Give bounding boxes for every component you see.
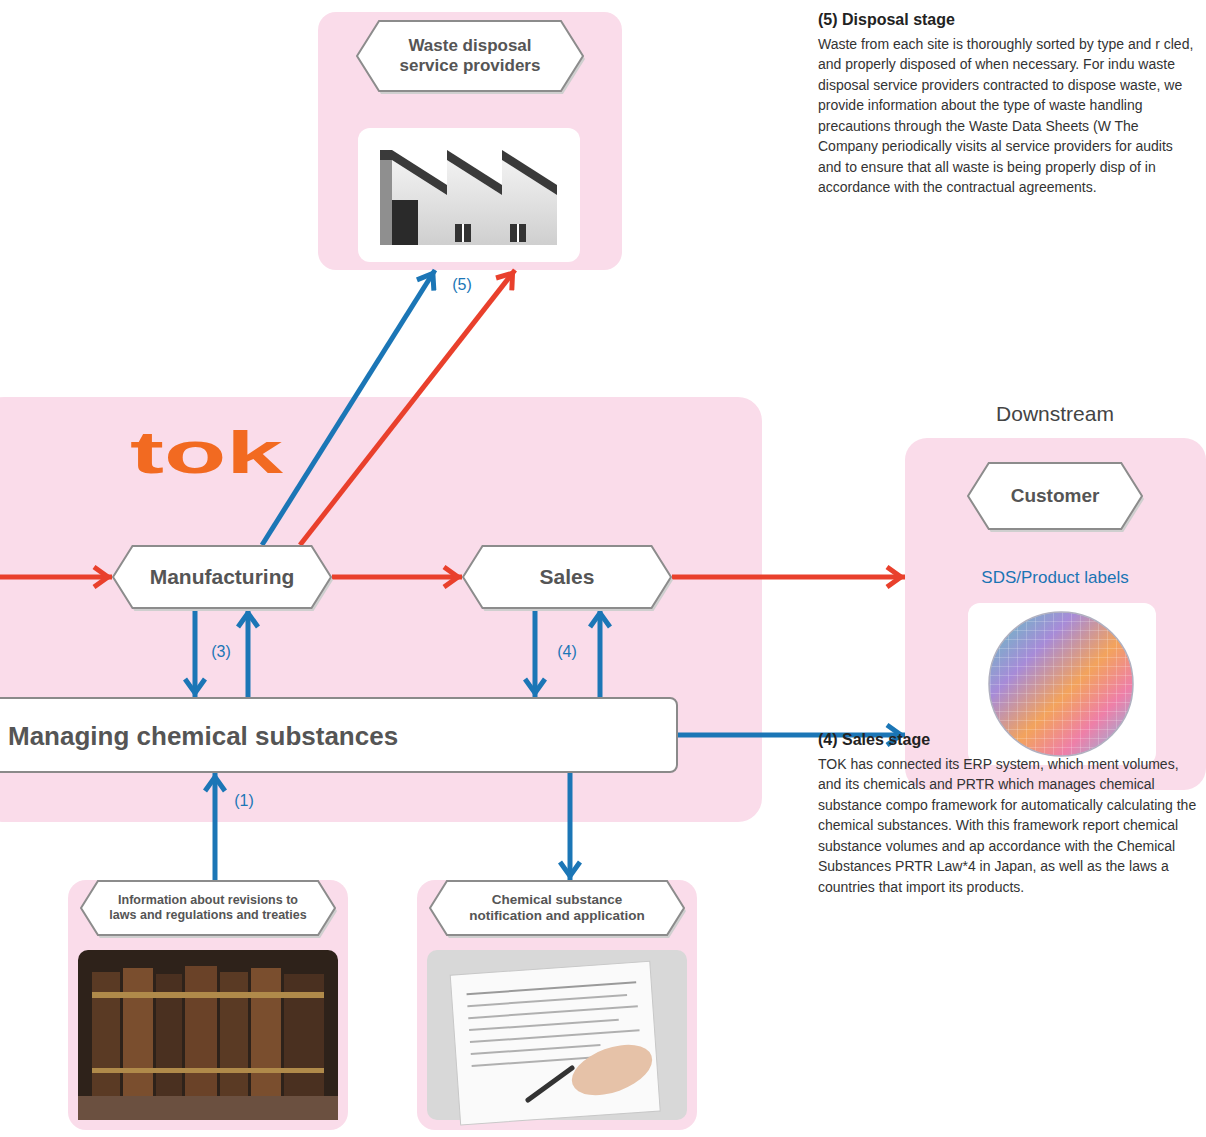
document-picture: [467, 995, 627, 1006]
flow-arrow: [568, 773, 573, 880]
source-panel: Information about revisions to laws and …: [68, 880, 348, 1130]
flow-arrow: [246, 609, 251, 697]
panel-ground: [318, 12, 622, 270]
process-label: Sales: [540, 564, 595, 589]
factory-picture: [380, 160, 392, 245]
factory-picture: [358, 128, 580, 262]
product-label: SDS/Product labels: [981, 568, 1128, 588]
service-panel: Waste disposal service providers: [318, 12, 622, 270]
callout-number: (5): [452, 275, 472, 294]
flow-arrow: [332, 575, 462, 580]
books-picture: [185, 966, 217, 1096]
document-picture: [450, 961, 660, 1125]
factory-picture: [462, 224, 464, 242]
wafer-picture: [968, 603, 1156, 765]
hexagon-shape: [81, 881, 335, 935]
panel-ground: [0, 397, 762, 822]
hex-label: Information about revisions to laws and …: [106, 893, 310, 923]
document-picture: [528, 1068, 572, 1100]
books-picture: [78, 950, 338, 1120]
books-picture: [92, 972, 120, 1096]
document-picture: [470, 1030, 640, 1042]
flow-arrow: [672, 575, 905, 580]
hex-label: Customer: [1011, 485, 1100, 508]
factory-picture: [392, 200, 418, 245]
flow-arrow: [598, 609, 603, 697]
books-picture: [78, 950, 338, 1120]
incoming-arrow: [0, 575, 112, 580]
hexagon-shape: [113, 546, 331, 608]
hexagon-shape: [463, 546, 671, 608]
wafer-picture: [989, 612, 1133, 756]
books-picture: [220, 972, 248, 1096]
management-label: Managing chemical substances: [8, 721, 398, 752]
factory-picture: [502, 150, 557, 195]
company-panel: tokManufacturing SalesManaging chemical s…: [0, 397, 762, 822]
management-box: Managing chemical substances: [0, 697, 678, 773]
stream-heading: Downstream: [996, 401, 1114, 426]
factory-picture: [455, 224, 471, 242]
document-picture: [467, 982, 637, 994]
company-logo: tok: [130, 423, 283, 483]
panel-ground: [905, 438, 1206, 790]
callout-number: (1): [234, 791, 254, 810]
books-picture: [251, 968, 281, 1096]
callout-number: (3): [211, 642, 231, 661]
stage-description: Waste from each site is thoroughly sorte…: [818, 34, 1198, 198]
document-picture: [565, 1035, 659, 1105]
process-hexagon: Manufacturing: [112, 545, 332, 609]
document-picture: [471, 1045, 601, 1054]
process-label: Manufacturing: [150, 564, 295, 589]
flow-arrow: [300, 270, 515, 545]
hexagon-shape: [430, 881, 684, 935]
books-picture: [78, 1096, 338, 1120]
document-picture: [427, 950, 687, 1125]
panel-ground: [417, 880, 697, 1130]
stage-heading: (5) Disposal stage: [818, 10, 955, 29]
factory-picture: [380, 150, 447, 195]
output-panel: Chemical substance notification and appl…: [417, 880, 697, 1130]
wafer-picture: [989, 612, 1133, 756]
factory-picture: [510, 224, 526, 242]
document-picture: [469, 1020, 619, 1030]
flow-arrow: [193, 609, 198, 697]
factory-picture: [447, 150, 502, 195]
books-picture: [123, 968, 153, 1096]
document-picture: [450, 961, 660, 1125]
flow-arrow: [533, 609, 538, 697]
document-picture: [468, 1006, 638, 1018]
stage-description: TOK has connected its ERP system, which …: [818, 754, 1198, 897]
books-picture: [92, 1068, 324, 1073]
hexagon-shape: [357, 21, 583, 91]
wafer-picture: [989, 612, 1133, 756]
factory-picture: [358, 128, 580, 262]
hexagon-shape: [968, 463, 1142, 529]
panel-ground: [68, 880, 348, 1130]
factory-picture: [517, 224, 519, 242]
stage-heading: (4) Sales stage: [818, 730, 930, 749]
hex-label: Waste disposal service providers: [384, 36, 556, 77]
hex-label: Chemical substance notification and appl…: [459, 892, 655, 924]
customer-panel: DownstreamCustomerSDS/Product labels: [905, 438, 1206, 790]
flow-arrow: [213, 773, 218, 880]
wafer-picture: [968, 603, 1156, 765]
callout-number: (4): [557, 642, 577, 661]
books-picture: [92, 992, 324, 998]
process-hexagon: Sales: [462, 545, 672, 609]
